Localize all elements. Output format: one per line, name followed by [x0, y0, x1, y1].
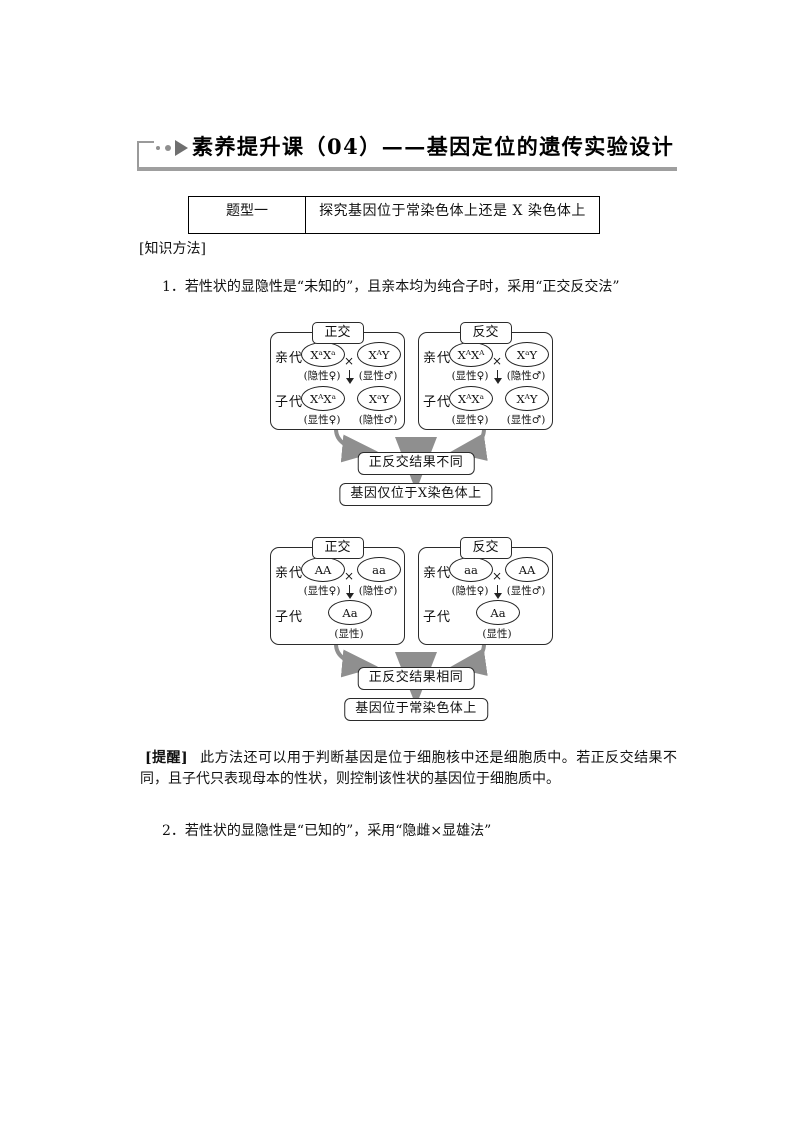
cross-box-forward: 正交 亲代 AA × aa (显性♀) (隐性♂) 子代 Aa (显性) — [270, 537, 405, 645]
cross-type-tab: 正交 — [311, 537, 364, 559]
diagram-autosomal: 正交 亲代 AA × aa (显性♀) (隐性♂) 子代 Aa (显性) 反交 … — [270, 535, 562, 725]
genotype-oval: XᴬXᵃ — [449, 386, 493, 411]
topic-table: 题型一 探究基因位于常染色体上还是 X 染色体上 — [188, 196, 600, 234]
generation-label-child: 子代 — [275, 395, 304, 410]
down-arrow-icon — [493, 585, 502, 599]
header-bracket-line — [138, 141, 154, 143]
genotype-text: XᵃY — [368, 391, 390, 406]
cross-symbol: × — [344, 569, 355, 583]
generation-label-parent: 亲代 — [275, 351, 304, 366]
genotype-text: aa — [464, 562, 478, 577]
genotype-text: XᵃXᵃ — [310, 347, 336, 362]
genotype-text: XᴬY — [368, 347, 390, 362]
generation-label-child: 子代 — [423, 395, 452, 410]
cross-type-tab: 反交 — [459, 537, 512, 559]
cross-box-forward: 正交 亲代 XᵃXᵃ × XᴬY (隐性♀) (显性♂) 子代 XᴬXᵃ XᵃY… — [270, 322, 405, 430]
phenotype-label: (显性♂) — [358, 370, 398, 382]
page-title: 素养提升课（04）——基因定位的遗传实验设计 — [192, 134, 675, 159]
genotype-text: XᵃY — [516, 347, 538, 362]
genotype-oval: XᵃXᵃ — [301, 342, 345, 367]
result-box: 正反交结果相同 — [357, 667, 475, 690]
header-bracket-line-vertical — [137, 141, 139, 169]
paragraph-method-2: 2．若性状的显隐性是“已知的”，采用“隐雌×显雄法” — [162, 823, 492, 839]
genotype-text: Aa — [342, 605, 358, 620]
genotype-oval: aa — [357, 557, 401, 582]
genotype-oval: XᴬY — [505, 386, 549, 411]
phenotype-label: (显性♀) — [303, 414, 341, 426]
phenotype-label: (显性♀) — [451, 370, 489, 382]
topic-title-cell: 探究基因位于常染色体上还是 X 染色体上 — [319, 203, 586, 219]
header-triangle-arrow-icon — [175, 140, 188, 156]
title-underline — [137, 167, 677, 171]
genotype-text: XᴬXᴬ — [457, 347, 485, 362]
genotype-text: AA — [518, 562, 536, 577]
reminder-paragraph: [提醒]此方法还可以用于判断基因是位于细胞核中还是细胞质中。若正反交结果不同，且… — [140, 748, 677, 790]
topic-type-cell: 题型一 — [189, 197, 306, 233]
section-tag: [知识方法] — [139, 241, 206, 257]
genotype-text: AA — [314, 562, 332, 577]
phenotype-label: (隐性♀) — [303, 370, 341, 382]
genotype-text: Aa — [490, 605, 506, 620]
genotype-text: XᴬY — [516, 391, 538, 406]
genotype-text: aa — [372, 562, 386, 577]
genotype-oval: XᴬXᴬ — [449, 342, 493, 367]
cross-box-reverse: 反交 亲代 aa × AA (隐性♀) (显性♂) 子代 Aa (显性) — [418, 537, 553, 645]
genotype-text: XᴬXᵃ — [457, 391, 485, 406]
cross-symbol: × — [492, 354, 503, 368]
phenotype-label: (隐性♂) — [358, 585, 398, 597]
phenotype-label: (显性♀) — [303, 585, 341, 597]
paragraph-method-1: 1．若性状的显隐性是“未知的”，且亲本均为纯合子时，采用“正交反交法” — [162, 279, 620, 295]
down-arrow-icon — [345, 370, 354, 384]
cross-type-tab: 正交 — [311, 322, 364, 344]
phenotype-label: (显性) — [482, 628, 512, 640]
header-dot-icon — [156, 146, 160, 150]
genotype-oval: XᵃY — [505, 342, 549, 367]
generation-label-child: 子代 — [423, 610, 452, 625]
generation-label-parent: 亲代 — [423, 351, 452, 366]
cross-symbol: × — [492, 569, 503, 583]
phenotype-label: (隐性♀) — [451, 585, 489, 597]
header-dot-icon — [165, 145, 171, 151]
down-arrow-icon — [345, 585, 354, 599]
genotype-oval: AA — [301, 557, 345, 582]
cross-box-reverse: 反交 亲代 XᴬXᴬ × XᵃY (显性♀) (隐性♂) 子代 XᴬXᵃ XᴬY… — [418, 322, 553, 430]
genotype-oval: XᴬY — [357, 342, 401, 367]
phenotype-label: (隐性♂) — [358, 414, 398, 426]
genotype-oval: aa — [449, 557, 493, 582]
genotype-oval: AA — [505, 557, 549, 582]
generation-label-child: 子代 — [275, 610, 304, 625]
conclusion-box: 基因仅位于X染色体上 — [339, 483, 493, 506]
phenotype-label: (显性♀) — [451, 414, 489, 426]
generation-label-parent: 亲代 — [275, 566, 304, 581]
diagram-x-linked: 正交 亲代 XᵃXᵃ × XᴬY (隐性♀) (显性♂) 子代 XᴬXᵃ XᵃY… — [270, 320, 562, 510]
genotype-text: XᴬXᵃ — [309, 391, 337, 406]
result-box: 正反交结果不同 — [357, 452, 475, 475]
phenotype-label: (隐性♂) — [506, 370, 546, 382]
genotype-oval: Aa — [328, 600, 372, 625]
conclusion-box: 基因位于常染色体上 — [344, 698, 488, 721]
genotype-oval: XᴬXᵃ — [301, 386, 345, 411]
generation-label-parent: 亲代 — [423, 566, 452, 581]
cross-symbol: × — [344, 354, 355, 368]
phenotype-label: (显性) — [334, 628, 364, 640]
genotype-oval: Aa — [476, 600, 520, 625]
genotype-oval: XᵃY — [357, 386, 401, 411]
phenotype-label: (显性♂) — [506, 585, 546, 597]
cross-type-tab: 反交 — [459, 322, 512, 344]
down-arrow-icon — [493, 370, 502, 384]
phenotype-label: (显性♂) — [506, 414, 546, 426]
reminder-tag: [提醒] — [145, 750, 188, 766]
reminder-text: 此方法还可以用于判断基因是位于细胞核中还是细胞质中。若正反交结果不同，且子代只表… — [140, 750, 678, 787]
